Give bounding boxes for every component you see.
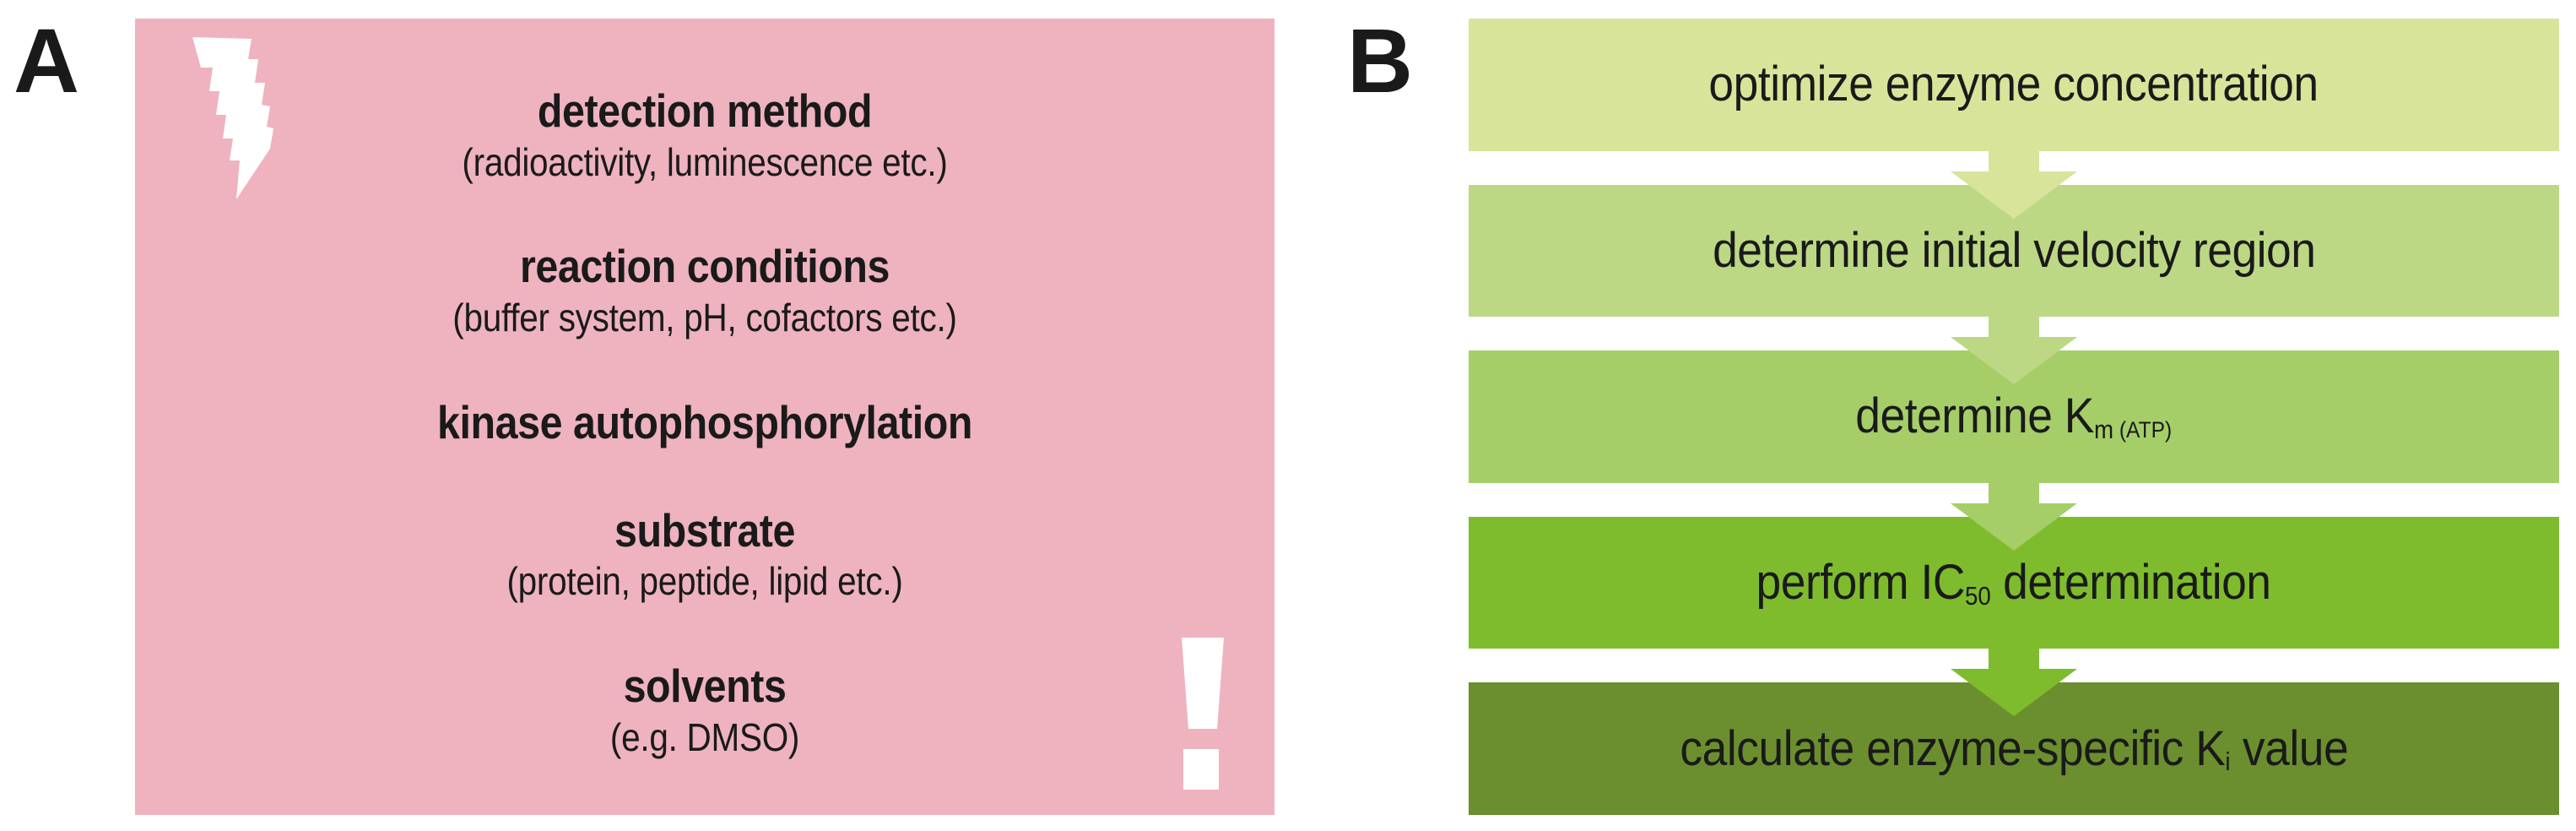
label-main: perform IC [1756, 555, 1966, 611]
panel-b-letter: B [1347, 9, 1413, 111]
factor-detection-method: detection method (radioactivity, lumines… [135, 84, 1274, 186]
label-subscript: 50 [1965, 582, 1992, 611]
workflow-step-label: perform IC50 determination [1756, 555, 2272, 611]
factor-kinase-autophosphorylation: kinase autophosphorylation [135, 396, 1274, 450]
factor-title: solvents [623, 659, 787, 712]
workflow-step-label: calculate enzyme-specific Ki value [1680, 724, 2348, 777]
label-main: optimize enzyme concentration [1708, 57, 2319, 112]
factor-solvents: solvents (e.g. DMSO) [135, 660, 1274, 761]
panel-a-letter: A [14, 9, 79, 111]
factor-reaction-conditions: reaction conditions (buffer system, pH, … [135, 240, 1274, 341]
factor-subtitle: (radioactivity, luminescence etc.) [462, 140, 948, 185]
factor-title: kinase autophosphorylation [437, 395, 972, 448]
panel-a-factor-list: detection method (radioactivity, lumines… [135, 19, 1274, 815]
factor-subtitle: (buffer system, pH, cofactors etc.) [452, 296, 957, 340]
label-subscript: i [2225, 748, 2231, 777]
factor-title: reaction conditions [519, 240, 890, 293]
label-subscript: m [2094, 416, 2114, 445]
workflow-step-calculate-ki-value: calculate enzyme-specific Ki value [1469, 682, 2559, 815]
factor-subtitle: (protein, peptide, lipid etc.) [506, 559, 903, 604]
workflow-step-determine-initial-velocity-region: determine initial velocity region [1469, 184, 2559, 318]
label-main: determine K [1855, 388, 2095, 444]
label-main: calculate enzyme-specific K [1680, 720, 2226, 776]
workflow-step-label: optimize enzyme concentration [1709, 60, 2319, 109]
workflow-step-perform-ic50-determination: perform IC50 determination [1469, 516, 2559, 649]
label-tail: value [2230, 720, 2349, 776]
workflow-step-optimize-enzyme-concentration: optimize enzyme concentration [1469, 19, 2559, 151]
workflow-step-label: determine initial velocity region [1712, 222, 2316, 278]
factor-title: detection method [537, 84, 873, 138]
factor-title: substrate [614, 503, 795, 557]
workflow-step-label: determine Km (ATP) [1856, 392, 2173, 445]
label-main: determine initial velocity region [1712, 222, 2316, 278]
label-tail: determination [1991, 555, 2272, 611]
factor-substrate: substrate (protein, peptide, lipid etc.) [135, 504, 1274, 606]
panel-a-factors-box: detection method (radioactivity, lumines… [135, 19, 1274, 815]
workflow-step-determine-km-atp: determine Km (ATP) [1469, 350, 2559, 483]
panel-b-workflow: optimize enzyme concentration determine … [1469, 19, 2559, 815]
label-subscript-2: (ATP) [2113, 416, 2173, 443]
factor-subtitle: (e.g. DMSO) [609, 714, 800, 759]
